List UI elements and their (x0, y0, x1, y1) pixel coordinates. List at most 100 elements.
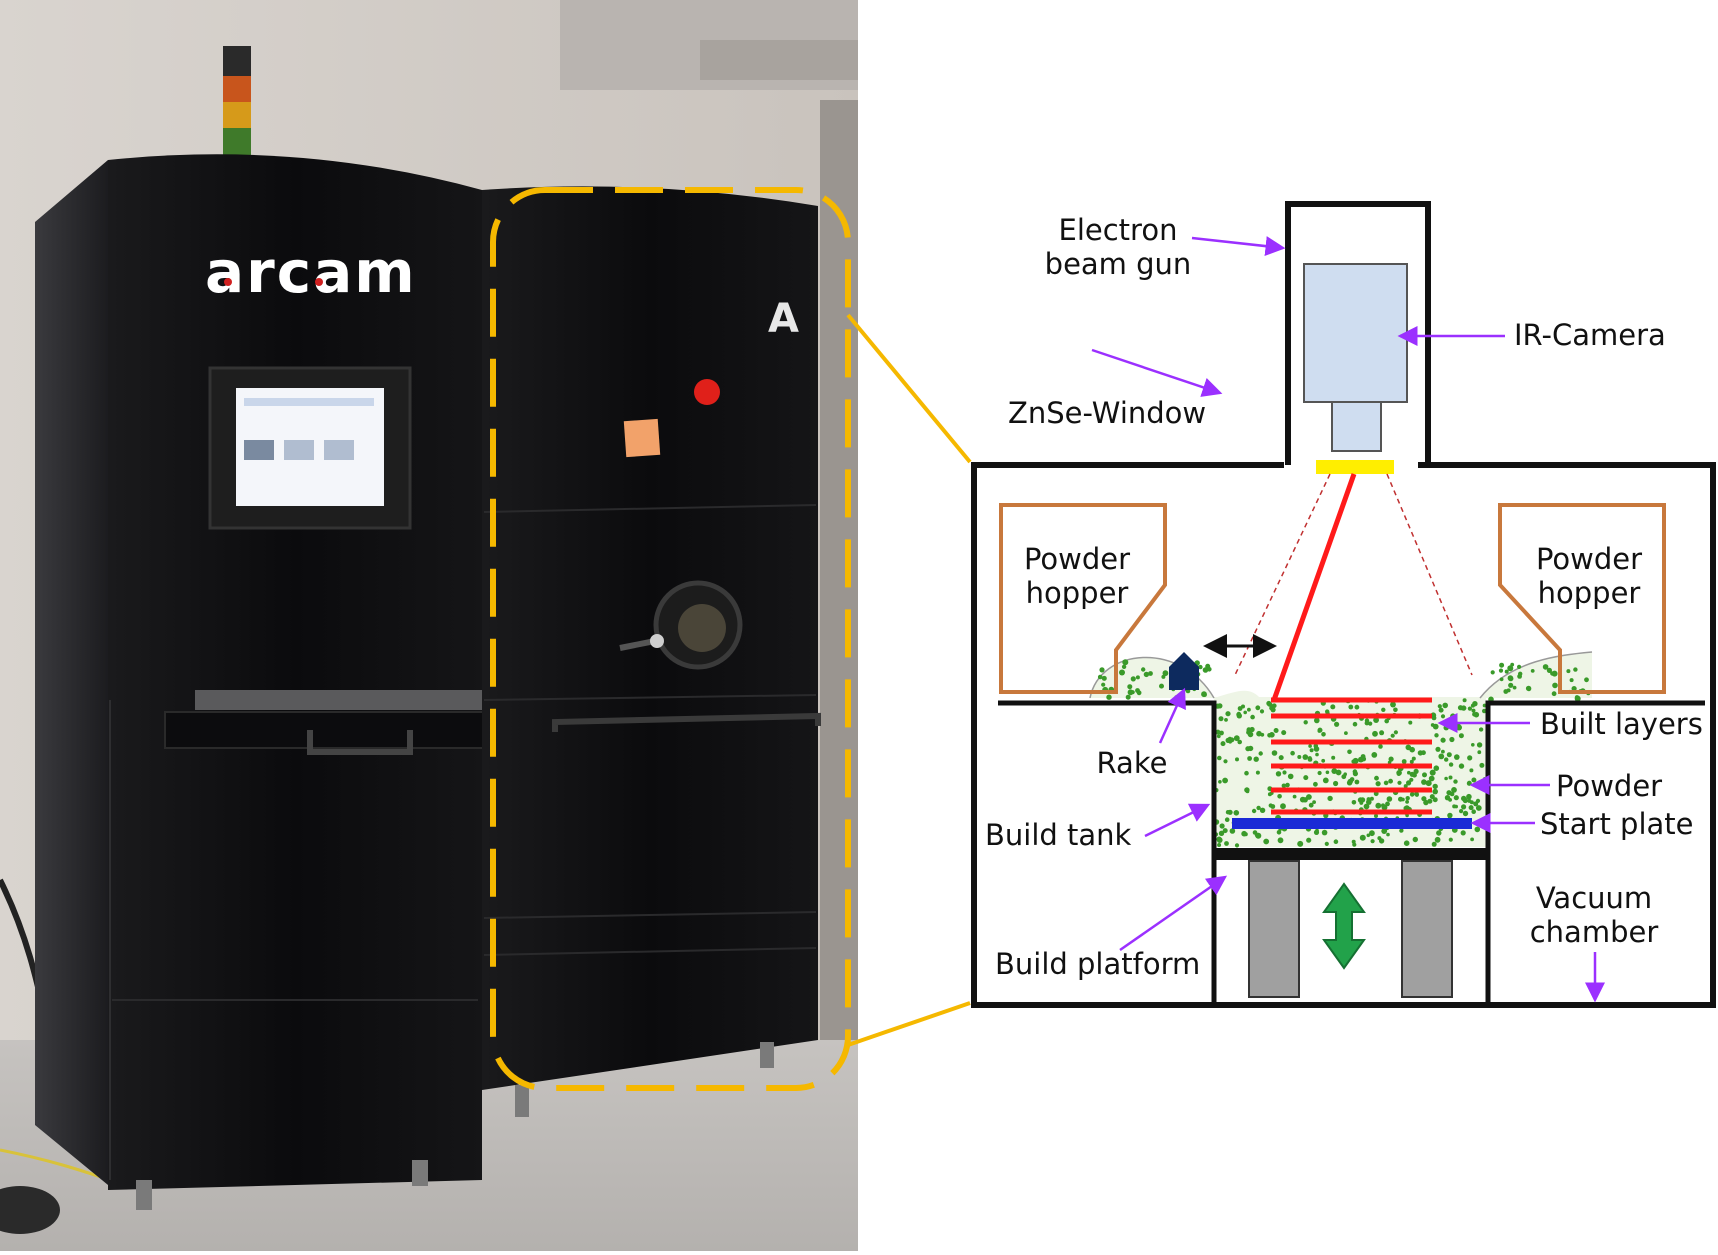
powder-particle (1467, 755, 1473, 761)
powder-particle (1403, 840, 1410, 846)
powder-particle (1299, 796, 1306, 803)
powder-particle (1462, 698, 1467, 703)
powder-particle (1303, 720, 1308, 725)
powder-particle (1325, 709, 1330, 714)
powder-particle (1277, 794, 1282, 799)
powder-particle (1506, 688, 1511, 693)
powder-particle (1444, 795, 1451, 801)
emergency-stop-button (694, 379, 720, 405)
powder-particle (1352, 769, 1358, 774)
connector-line-top (846, 313, 972, 464)
powder-particle (1438, 753, 1445, 760)
powder-particle (1237, 739, 1242, 745)
powder-particle (1263, 838, 1270, 845)
powder-particle (1236, 711, 1242, 717)
powder-particle (1224, 817, 1230, 822)
powder-particle (1385, 801, 1390, 807)
powder-particle (1280, 803, 1286, 810)
cabinet-right-front (482, 186, 818, 1090)
powder-particle (1143, 671, 1150, 678)
powder-particle (1438, 707, 1444, 713)
platform-piston-left (1248, 860, 1300, 998)
powder-particle (1352, 842, 1357, 847)
powder-particle (1229, 828, 1236, 834)
powder-particle (1317, 770, 1322, 776)
label-ir-camera: IR-Camera (1514, 318, 1666, 352)
powder-particle (1220, 741, 1226, 747)
powder-particle (1259, 807, 1266, 813)
powder-particle (1448, 762, 1454, 767)
powder-particle (1241, 704, 1245, 709)
label-build-tank: Build tank (985, 818, 1132, 852)
powder-particle (1269, 705, 1274, 711)
powder-particle (1428, 775, 1435, 782)
powder-particle (1477, 750, 1482, 755)
powder-particle (1252, 830, 1258, 835)
powder-particle (1101, 682, 1106, 687)
powder-particle (1390, 733, 1395, 738)
powder-particle (1399, 828, 1404, 833)
powder-particle (1354, 779, 1360, 785)
powder-particle (1290, 750, 1295, 756)
powder-particle (1369, 830, 1375, 837)
powder-particle (1460, 830, 1466, 836)
powder-particle (1321, 758, 1326, 763)
powder-particle (1205, 663, 1211, 669)
powder-particle (1344, 731, 1348, 735)
powder-particle (1255, 705, 1261, 711)
powder-particle (1448, 837, 1453, 842)
powder-particle (1530, 669, 1535, 673)
powder-particle (1517, 664, 1522, 670)
powder-particle (1135, 675, 1140, 680)
powder-particle (1273, 728, 1279, 733)
powder-particle (1285, 782, 1290, 788)
powder-particle (1375, 802, 1382, 809)
powder-particle (1250, 714, 1255, 720)
powder-particle (1097, 674, 1103, 680)
powder-particle (1267, 733, 1272, 738)
powder-particle (1421, 750, 1426, 756)
powder-particle (1235, 757, 1239, 762)
powder-particle (1466, 780, 1472, 786)
powder-particle (1414, 791, 1419, 797)
powder-particle (1409, 777, 1414, 782)
powder-particle (1348, 704, 1354, 710)
powder-particle (1321, 829, 1328, 836)
powder-particle (1347, 749, 1352, 755)
powder-particle (1461, 795, 1467, 802)
powder-particle (1374, 814, 1378, 818)
cabinet-left-side (35, 160, 108, 1185)
powder-particle (1366, 833, 1371, 838)
label-build-platform: Build platform (995, 947, 1200, 981)
signal-light-green (223, 128, 251, 156)
powder-particle (1510, 662, 1515, 667)
powder-particle (1130, 676, 1136, 682)
powder-particle (1217, 703, 1223, 709)
powder-particle (1122, 659, 1129, 666)
powder-hopper-right (1498, 503, 1666, 694)
powder-particle (1233, 810, 1240, 816)
powder-particle (1334, 721, 1340, 727)
powder-particle (1546, 667, 1552, 674)
powder-particle (1434, 733, 1439, 738)
powder-particle (1141, 667, 1146, 672)
powder-particle (1198, 664, 1203, 670)
powder-particle (1125, 694, 1131, 700)
powder-particle (1352, 721, 1358, 727)
powder-particle (1552, 682, 1558, 689)
electron-beam (1271, 473, 1357, 701)
powder-hopper-left (999, 503, 1167, 694)
powder-particle (1127, 689, 1134, 696)
powder-particle (1454, 754, 1460, 760)
powder-particle (1218, 830, 1225, 836)
electron-beam-gun-column (1285, 201, 1431, 465)
powder-particle (1468, 805, 1474, 811)
powder-particle (1297, 755, 1302, 759)
powder-particle (1243, 710, 1247, 715)
powder-particle (1315, 752, 1319, 757)
powder-particle (1471, 743, 1475, 747)
powder-particle (1253, 756, 1259, 762)
powder-particle (1201, 691, 1207, 698)
powder-particle (1217, 755, 1222, 761)
powder-particle (1099, 667, 1105, 673)
